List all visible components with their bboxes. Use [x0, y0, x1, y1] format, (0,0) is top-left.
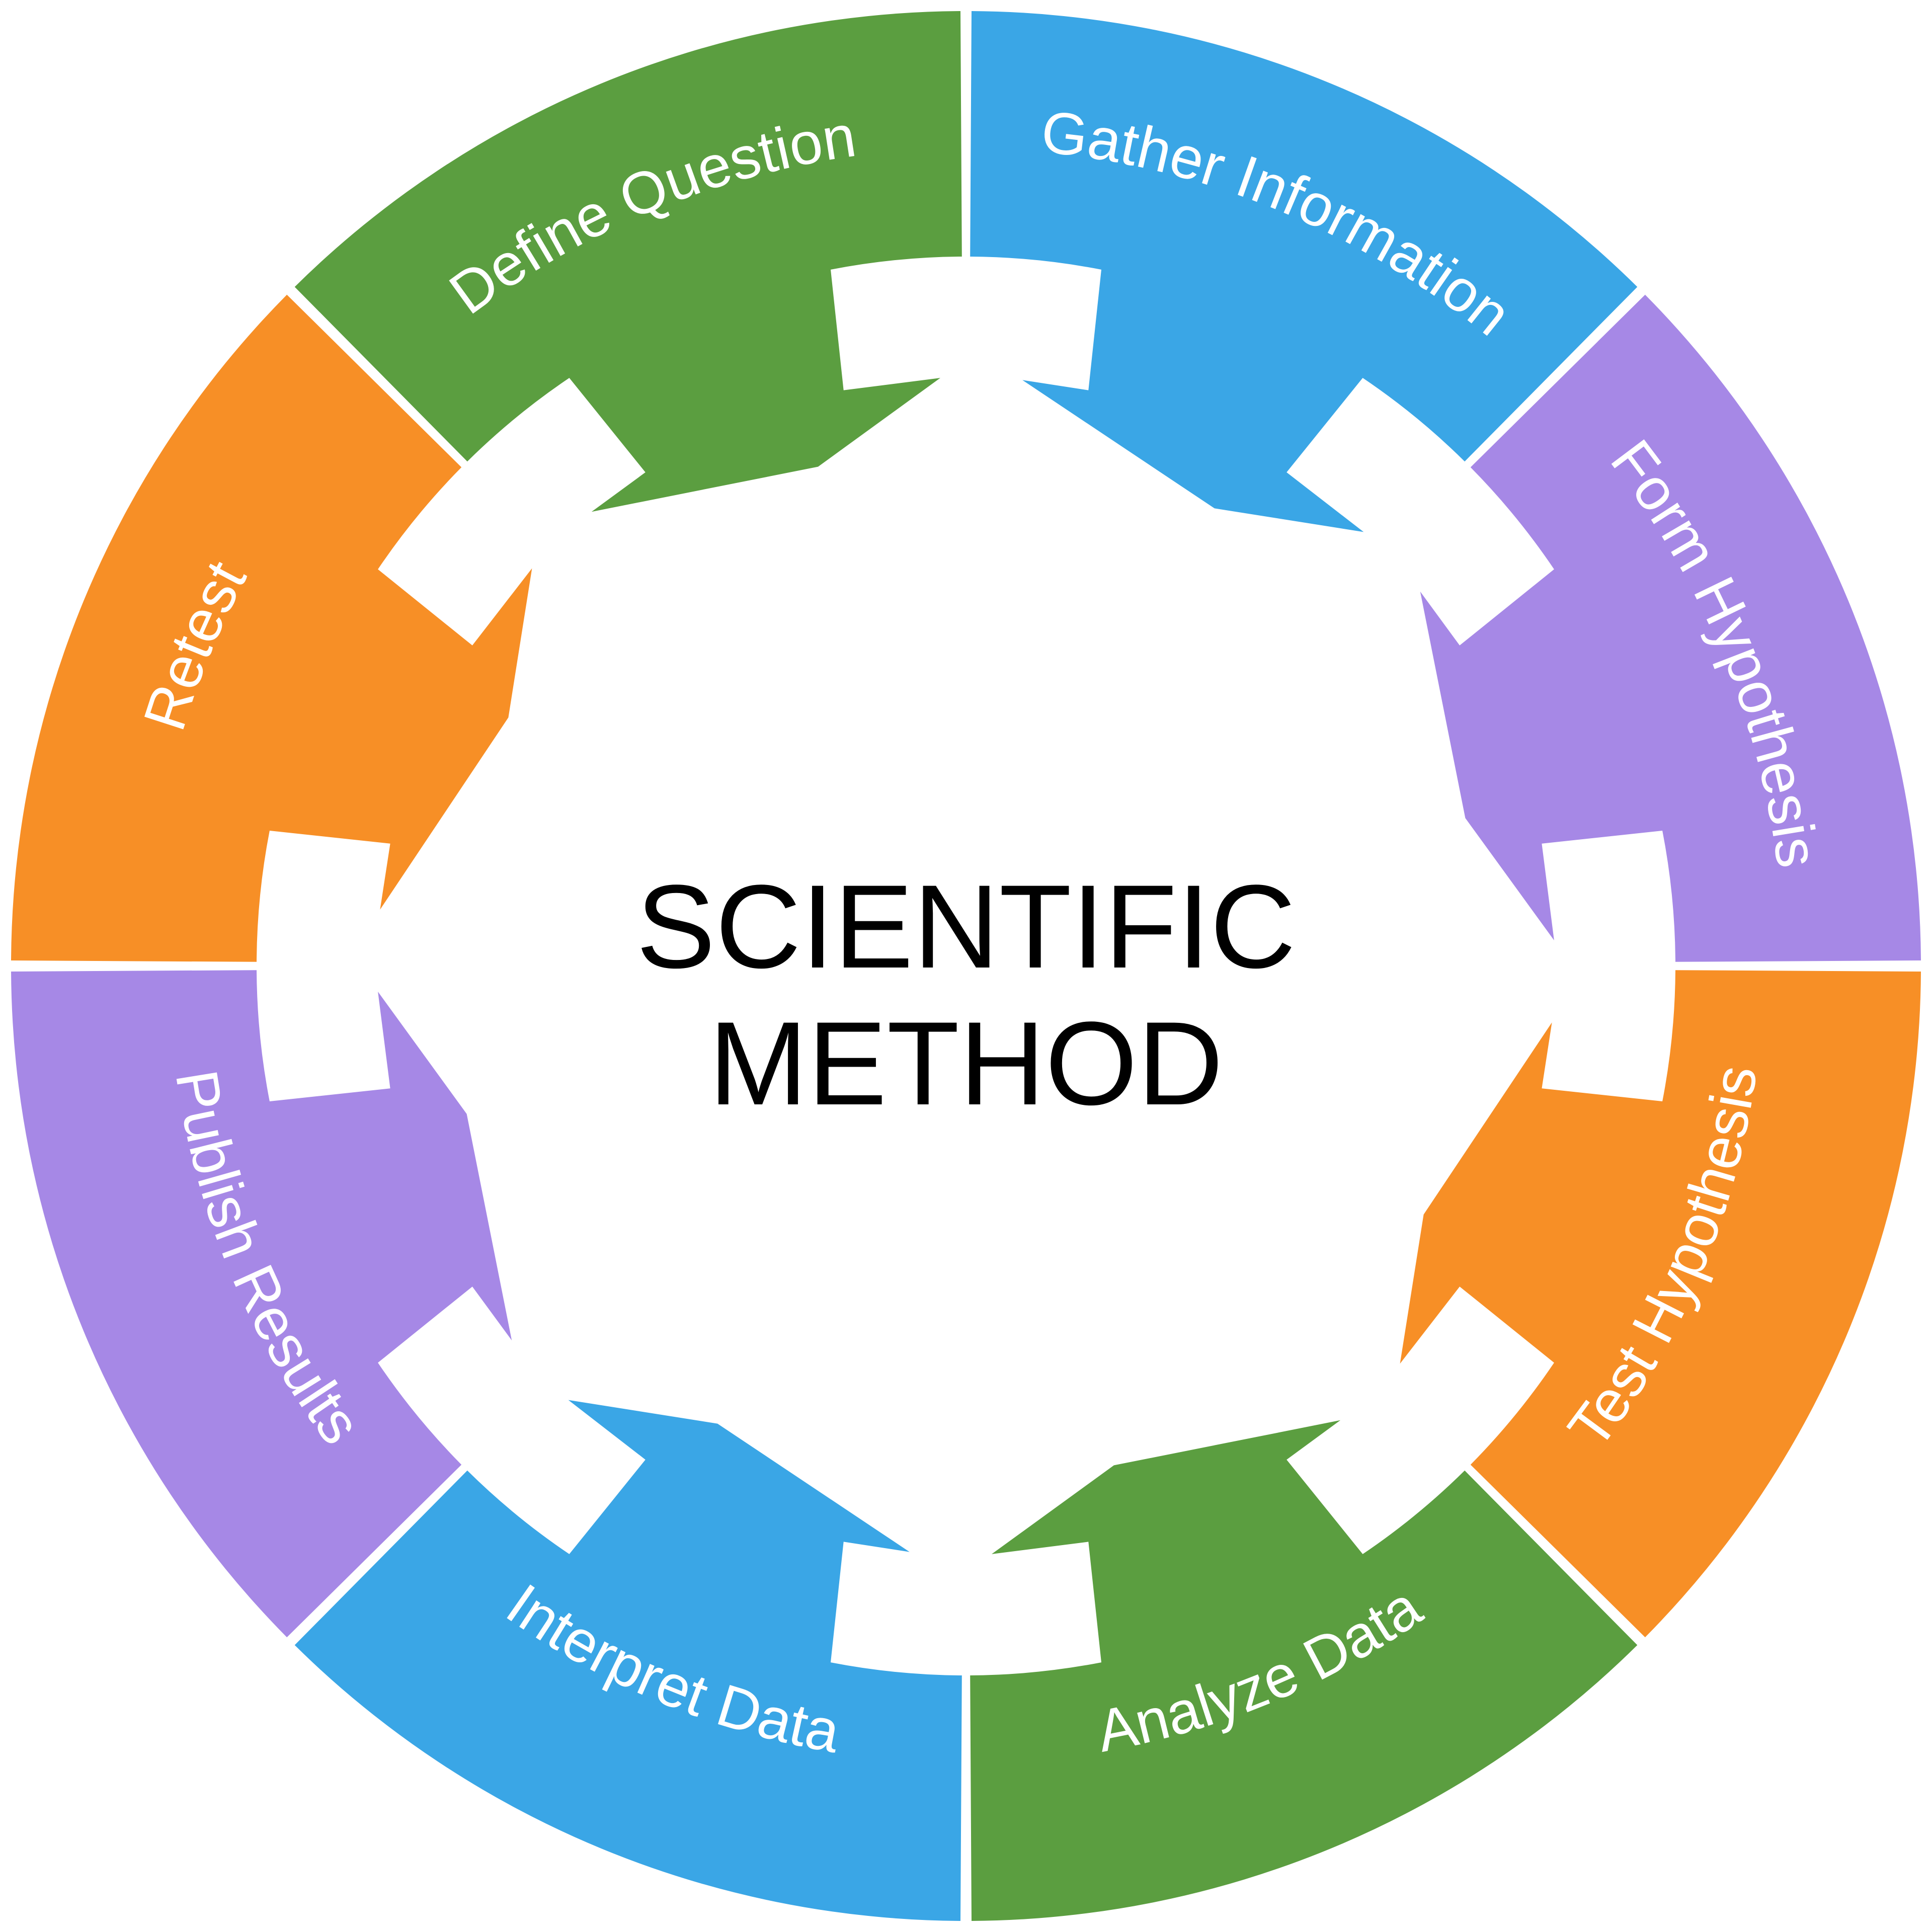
center-title-line-1: SCIENTIFIC: [636, 860, 1296, 993]
segment-arrow-5: [294, 1400, 962, 1921]
center-title: SCIENTIFIC METHOD: [636, 860, 1296, 1130]
segment-arrow-3: [1400, 970, 1921, 1638]
segment-arrow-6: [11, 970, 512, 1638]
segments-layer: [11, 11, 1921, 1921]
segment-arrow-8: [294, 11, 962, 512]
segment-arrow-4: [970, 1420, 1638, 1921]
segment-arrow-2: [1420, 294, 1921, 962]
segment-arrow-7: [11, 294, 532, 962]
segment-arrow-1: [970, 11, 1638, 532]
center-title-line-2: METHOD: [709, 997, 1224, 1130]
